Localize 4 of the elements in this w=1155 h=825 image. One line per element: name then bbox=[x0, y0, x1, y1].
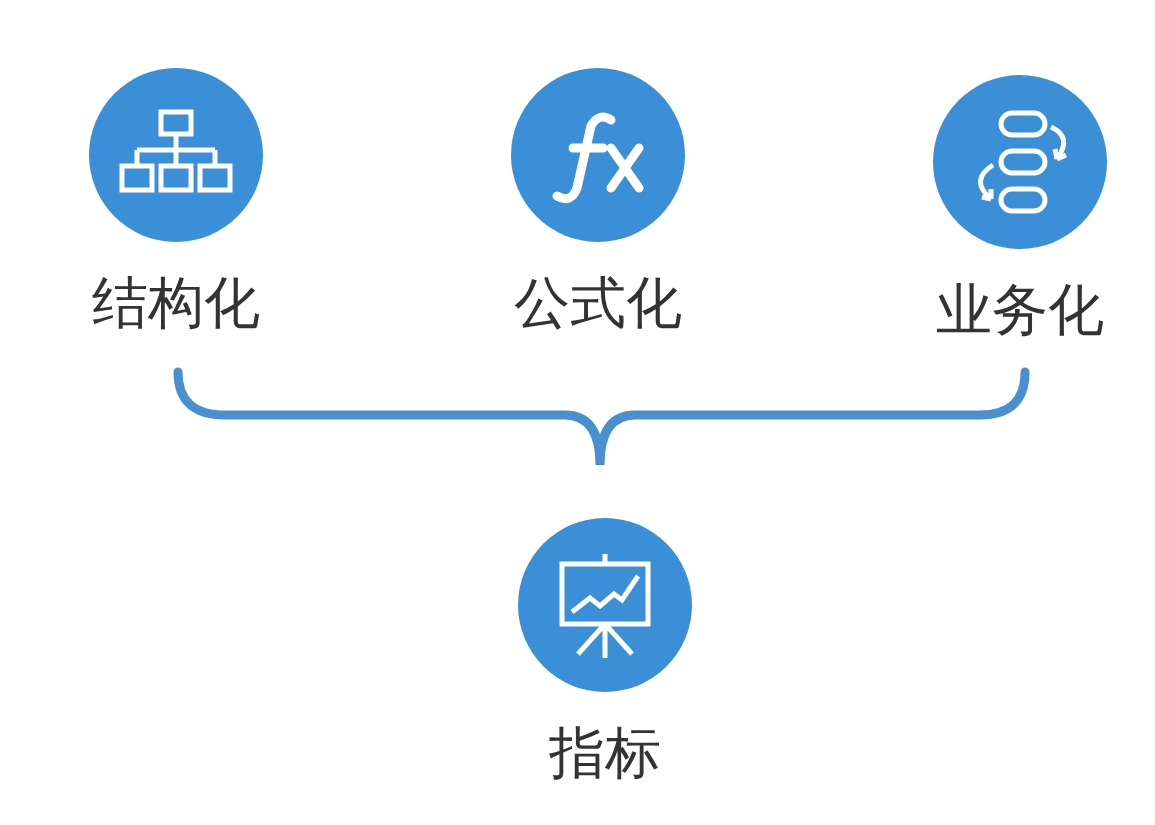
node-label: 公式化 bbox=[514, 272, 682, 334]
node-label: 结构化 bbox=[92, 272, 260, 334]
node-label: 业务化 bbox=[936, 279, 1104, 341]
node-label: 指标 bbox=[549, 722, 661, 784]
